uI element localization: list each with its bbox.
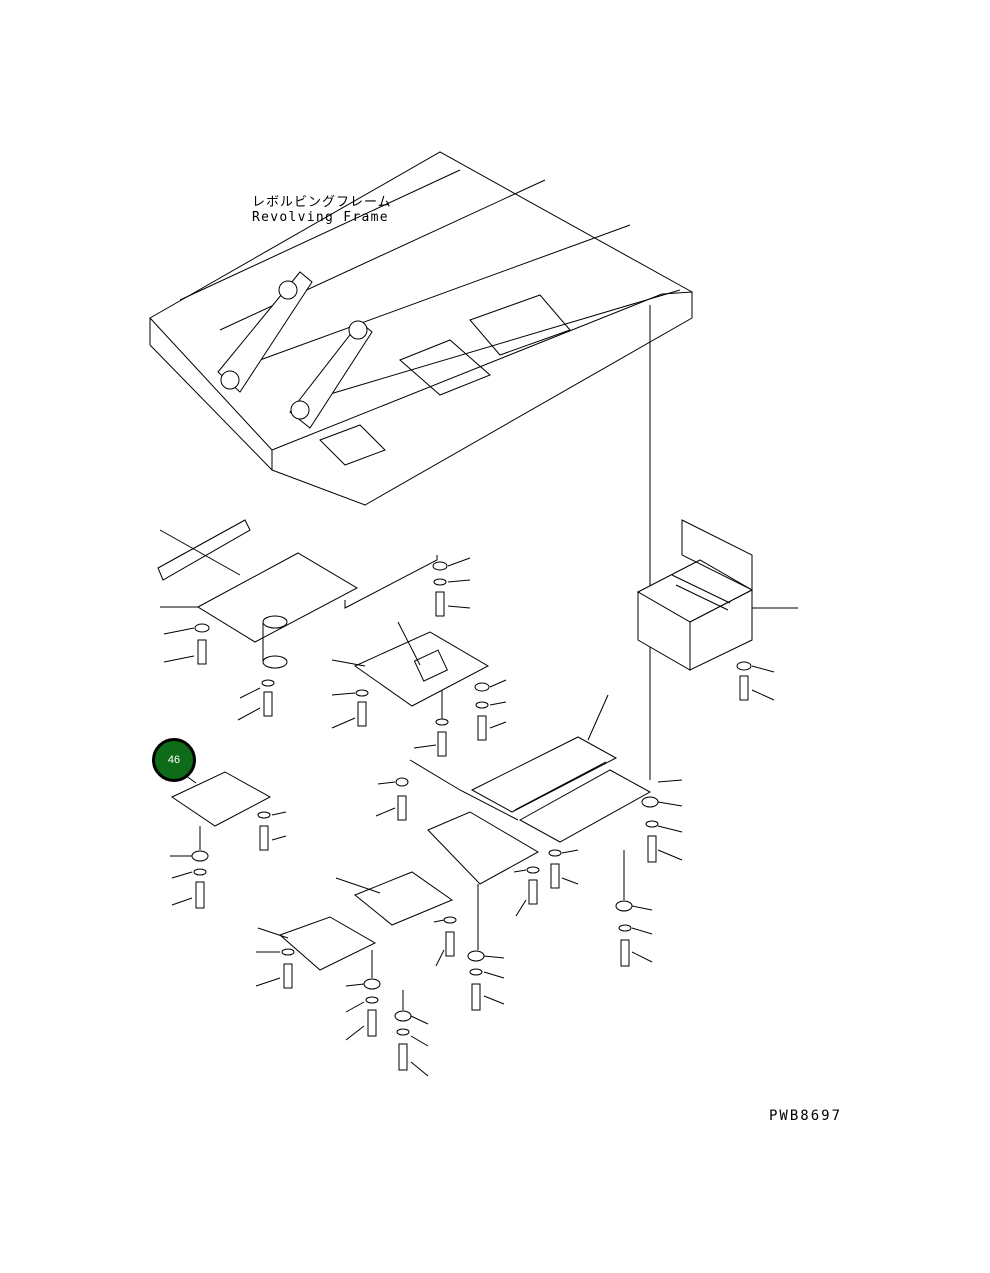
cover-plate-center: [331, 621, 490, 722]
bolt-set: [257, 811, 287, 851]
bolt-set: [413, 679, 507, 757]
bolt-set: [255, 948, 295, 989]
bolt-set: [432, 557, 471, 617]
bolt-set: [736, 661, 775, 701]
bolt-set: [433, 916, 457, 967]
bolt-set: [467, 950, 505, 1011]
revolving-frame: [149, 151, 693, 780]
cover-plates-center-right: [409, 694, 652, 843]
bolt-set: [331, 689, 369, 729]
cover-plate-46: [170, 769, 272, 850]
drawing-reference-code: PWB8697: [769, 1108, 843, 1124]
bolt-set: [163, 623, 210, 665]
bolt-set: [513, 849, 579, 917]
bolt-set: [641, 779, 683, 863]
bolt-set: [394, 990, 429, 1077]
box-cover-right: [636, 519, 798, 671]
cover-plate-upper-left: [157, 519, 438, 669]
bolt-set: [375, 777, 409, 821]
revolving-frame-label-english: Revolving Frame: [252, 210, 389, 225]
bolt-set: [237, 679, 275, 721]
bolt-set: [345, 950, 381, 1041]
callout-46-number: 46: [167, 754, 181, 766]
cover-plates-lower: [257, 811, 540, 971]
bolt-set: [170, 850, 209, 909]
callout-46[interactable]: 46: [152, 738, 196, 782]
bolt-set-group: [163, 557, 775, 1077]
revolving-frame-label-japanese: レボルビングフレーム: [252, 195, 392, 210]
bolt-set: [615, 850, 653, 967]
